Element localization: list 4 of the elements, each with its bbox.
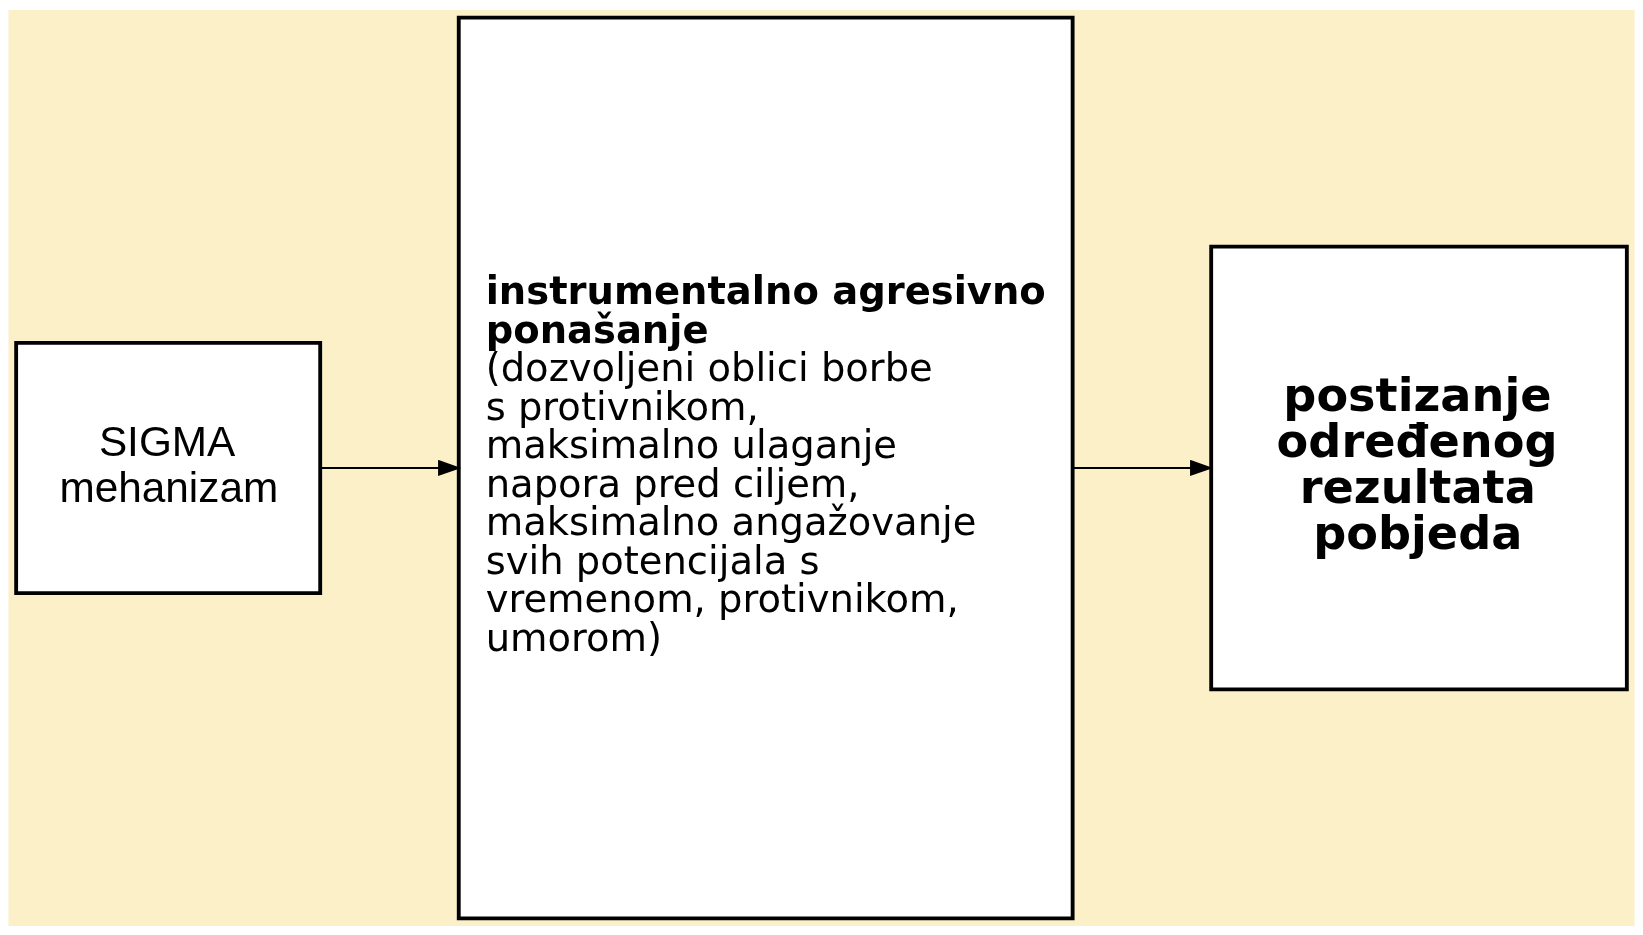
node-box: instrumentalno agresivno ponašanje (dozvoljeni oblici borbe s protivnikom, maksimalno ulaganje napora pred ciljem, maksimalno angažovanje svih potencijala s vremenom, protivnikom, umorom) xyxy=(456,15,1075,920)
node-box: postizanje određenog rezultata pobjeda xyxy=(1209,244,1629,691)
arrow xyxy=(319,459,462,476)
node-box: SIGMA mehanizam xyxy=(14,340,323,595)
